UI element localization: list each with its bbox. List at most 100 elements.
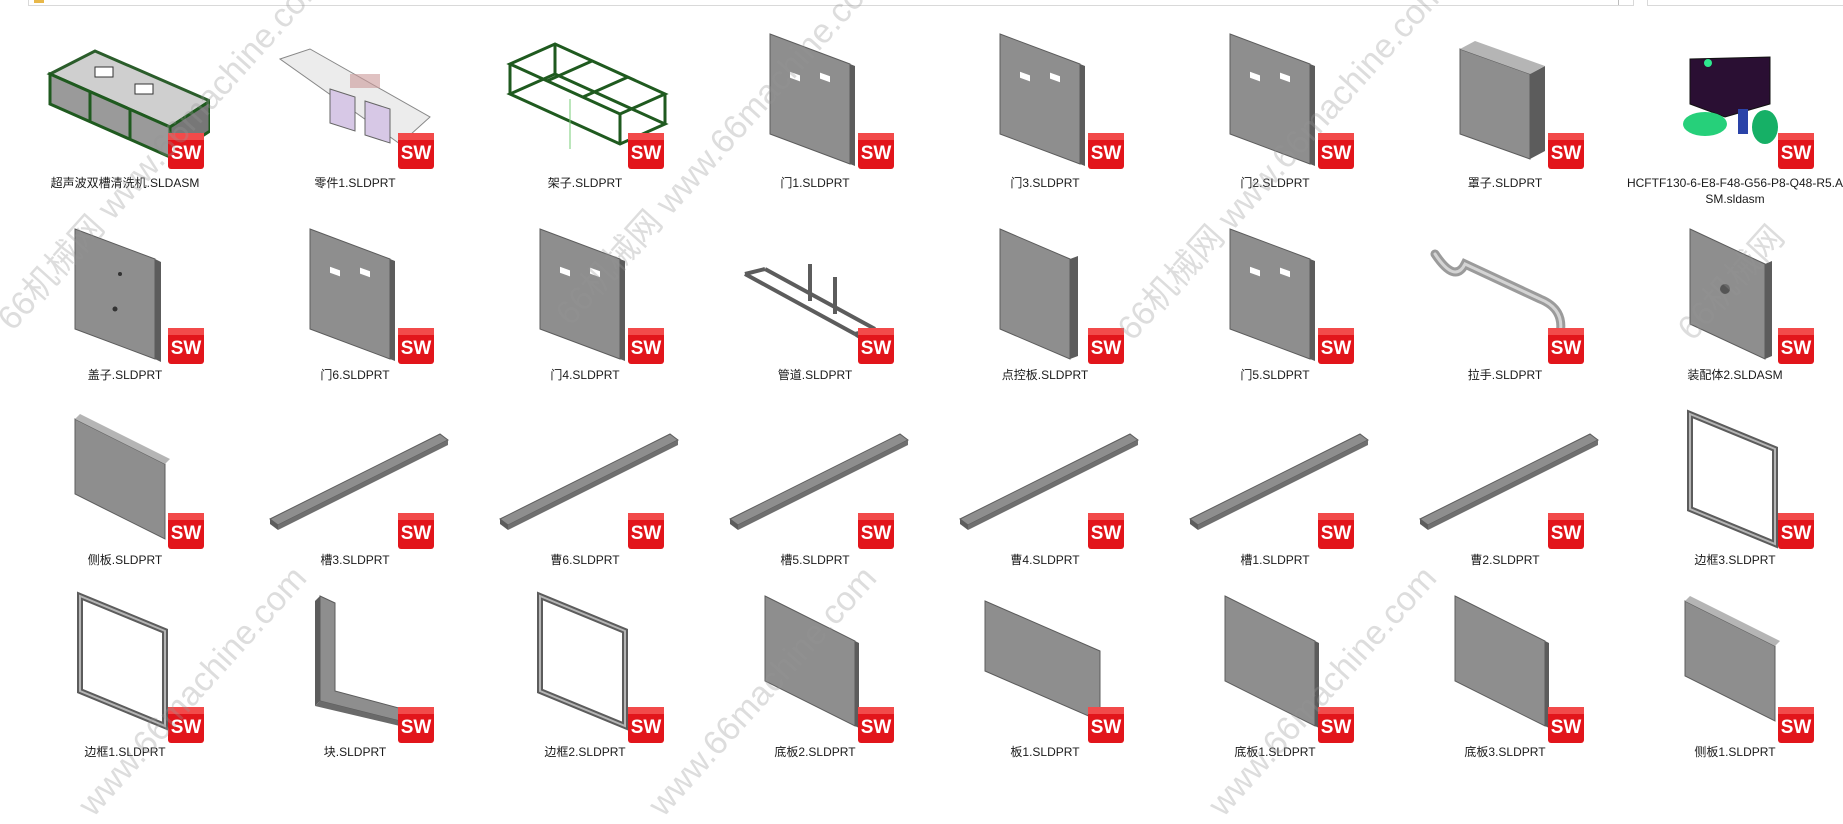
file-name-label: 边框1.SLDPRT — [84, 745, 166, 759]
file-item[interactable]: SW 底板1.SLDPRT — [1160, 578, 1390, 778]
solidworks-icon: SW — [167, 706, 205, 744]
file-name-label: 门3.SLDPRT — [1010, 176, 1080, 190]
svg-text:SW: SW — [861, 143, 892, 164]
svg-text:SW: SW — [1321, 523, 1352, 544]
solidworks-icon: SW — [1317, 706, 1355, 744]
door-panel-thumbnail — [1160, 219, 1390, 369]
solidworks-icon: SW — [397, 706, 435, 744]
file-item[interactable]: SW 槽3.SLDPRT — [240, 400, 470, 578]
file-item[interactable]: SW 板1.SLDPRT — [930, 578, 1160, 778]
assembly-panel-thumbnail — [1620, 219, 1843, 369]
file-item[interactable]: SW 装配体2.SLDASM — [1620, 215, 1843, 400]
file-name-label: 曹4.SLDPRT — [1010, 553, 1080, 567]
address-bar[interactable] — [28, 0, 1634, 6]
file-item[interactable]: SW 槽1.SLDPRT — [1160, 400, 1390, 578]
file-item[interactable]: SW 门6.SLDPRT — [240, 215, 470, 400]
cover-box-thumbnail — [1390, 24, 1620, 174]
border-frame-thumbnail — [1620, 404, 1843, 554]
file-item[interactable]: SW 零件1.SLDPRT — [240, 20, 470, 215]
file-item[interactable]: SW 槽5.SLDPRT — [700, 400, 930, 578]
file-name-label: 管道.SLDPRT — [777, 368, 853, 382]
svg-text:SW: SW — [1091, 717, 1122, 738]
file-item[interactable]: SW 曹4.SLDPRT — [930, 400, 1160, 578]
border-frame-thumbnail — [10, 586, 240, 736]
file-item[interactable]: SW 架子.SLDPRT — [470, 20, 700, 215]
file-item[interactable]: SW 边框1.SLDPRT — [10, 578, 240, 778]
folder-icon — [34, 0, 44, 3]
solidworks-icon: SW — [1087, 132, 1125, 170]
solidworks-icon: SW — [857, 512, 895, 550]
file-item[interactable]: SW 边框3.SLDPRT — [1620, 400, 1843, 578]
solidworks-icon: SW — [397, 132, 435, 170]
door-panel-thumbnail — [240, 219, 470, 369]
svg-text:SW: SW — [1091, 523, 1122, 544]
base-plate-thumbnail — [1160, 586, 1390, 736]
file-item[interactable]: SW 超声波双槽清洗机.SLDASM — [10, 20, 240, 215]
file-item[interactable]: SW 侧板1.SLDPRT — [1620, 578, 1843, 778]
file-item[interactable]: SW 管道.SLDPRT — [700, 215, 930, 400]
svg-text:SW: SW — [1091, 338, 1122, 359]
file-name-label: 盖子.SLDPRT — [87, 368, 163, 382]
file-item[interactable]: SW 拉手.SLDPRT — [1390, 215, 1620, 400]
file-item[interactable]: SW 门4.SLDPRT — [470, 215, 700, 400]
file-name-label: 罩子.SLDPRT — [1467, 176, 1543, 190]
solidworks-icon: SW — [1317, 132, 1355, 170]
file-item[interactable]: SW 块.SLDPRT — [240, 578, 470, 778]
svg-text:SW: SW — [861, 338, 892, 359]
file-name-label: 门2.SLDPRT — [1240, 176, 1310, 190]
frame-rack-thumbnail — [470, 24, 700, 174]
solidworks-icon: SW — [1547, 132, 1585, 170]
file-item[interactable]: SW 侧板.SLDPRT — [10, 400, 240, 578]
solidworks-icon: SW — [1317, 512, 1355, 550]
handle-thumbnail — [1390, 219, 1620, 369]
svg-text:SW: SW — [631, 143, 662, 164]
solidworks-icon: SW — [857, 706, 895, 744]
file-name-label: 拉手.SLDPRT — [1467, 368, 1543, 382]
file-name-label: 侧板.SLDPRT — [87, 553, 163, 567]
solidworks-icon: SW — [857, 132, 895, 170]
solidworks-icon: SW — [1317, 327, 1355, 365]
solidworks-icon: SW — [167, 512, 205, 550]
file-item[interactable]: SW 门5.SLDPRT — [1160, 215, 1390, 400]
file-item[interactable]: SW 底板3.SLDPRT — [1390, 578, 1620, 778]
border-frame-thumbnail — [470, 586, 700, 736]
svg-text:SW: SW — [1321, 717, 1352, 738]
caster-wheel-thumbnail — [1620, 24, 1843, 174]
file-name-label: 装配体2.SLDASM — [1687, 368, 1783, 382]
svg-text:SW: SW — [861, 523, 892, 544]
file-item[interactable]: SW 边框2.SLDPRT — [470, 578, 700, 778]
svg-text:SW: SW — [1321, 143, 1352, 164]
file-name-label: 侧板1.SLDPRT — [1694, 745, 1776, 759]
file-item[interactable]: SW 曹2.SLDPRT — [1390, 400, 1620, 578]
solidworks-icon: SW — [627, 327, 665, 365]
file-name-label: 边框3.SLDPRT — [1694, 553, 1776, 567]
file-item[interactable]: SW 门1.SLDPRT — [700, 20, 930, 215]
file-name-label: 门1.SLDPRT — [780, 176, 850, 190]
file-name-label: HCFTF130-6-E8-F48-G56-P8-Q48-R5.ASM.slda… — [1626, 176, 1843, 206]
file-name-label: 板1.SLDPRT — [1010, 745, 1080, 759]
svg-text:SW: SW — [631, 717, 662, 738]
file-grid: SW 超声波双槽清洗机.SLDASM SW 零件1.SLDPRT SW 架子.S… — [10, 20, 1843, 778]
file-name-label: 底板3.SLDPRT — [1464, 745, 1546, 759]
file-name-label: 门4.SLDPRT — [550, 368, 620, 382]
file-name-label: 块.SLDPRT — [323, 745, 387, 759]
svg-text:SW: SW — [1781, 338, 1812, 359]
file-name-label: 槽3.SLDPRT — [320, 553, 390, 567]
file-item[interactable]: SW 曹6.SLDPRT — [470, 400, 700, 578]
file-item[interactable]: SW 门2.SLDPRT — [1160, 20, 1390, 215]
file-item[interactable]: SW 罩子.SLDPRT — [1390, 20, 1620, 215]
channel-bar-thumbnail — [240, 404, 470, 554]
file-item[interactable]: SW 底板2.SLDPRT — [700, 578, 930, 778]
svg-text:SW: SW — [861, 717, 892, 738]
channel-bar-thumbnail — [1390, 404, 1620, 554]
search-input[interactable] — [1647, 0, 1843, 6]
file-item[interactable]: SW 门3.SLDPRT — [930, 20, 1160, 215]
top-toolbar-strip — [0, 0, 1843, 6]
file-item[interactable]: SW 点控板.SLDPRT — [930, 215, 1160, 400]
svg-text:SW: SW — [1551, 338, 1582, 359]
channel-bar-thumbnail — [700, 404, 930, 554]
file-item[interactable]: SW HCFTF130-6-E8-F48-G56-P8-Q48-R5.ASM.s… — [1620, 20, 1843, 215]
door-panel-thumbnail — [700, 24, 930, 174]
file-item[interactable]: SW 盖子.SLDPRT — [10, 215, 240, 400]
svg-text:SW: SW — [1781, 523, 1812, 544]
